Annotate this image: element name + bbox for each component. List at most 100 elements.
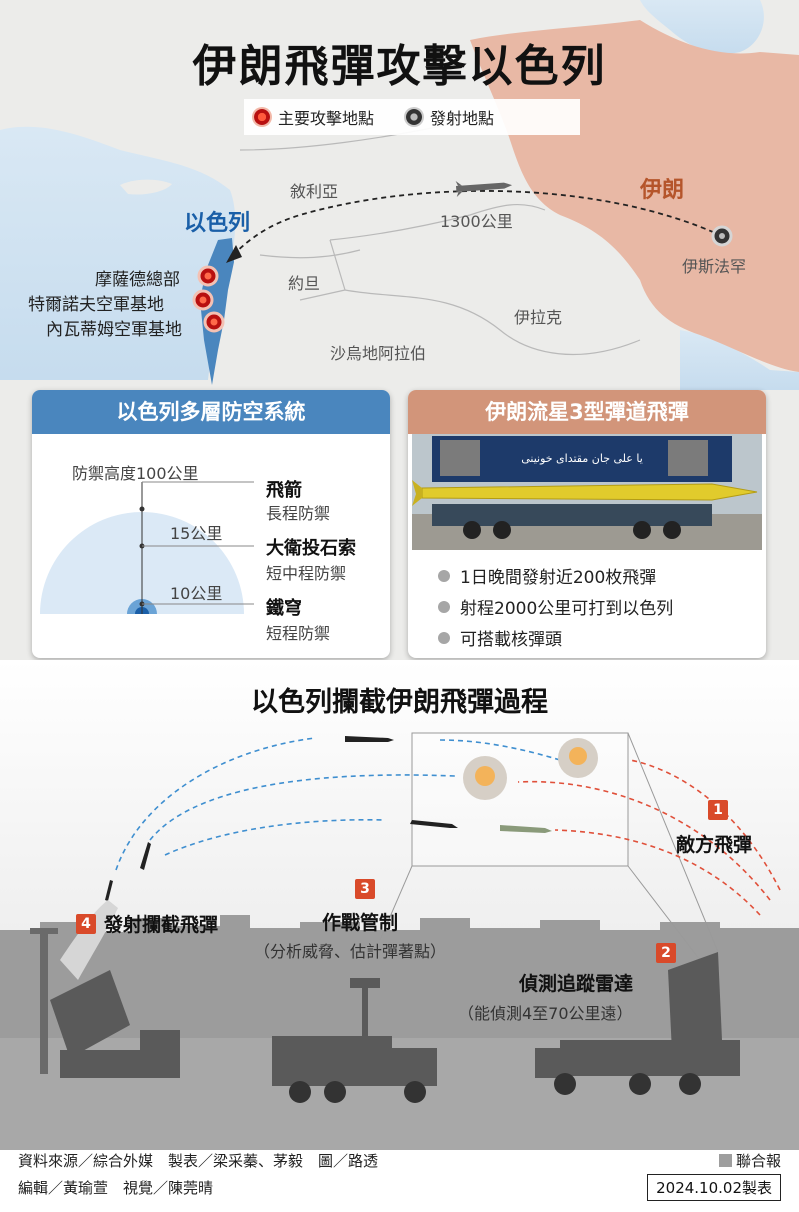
bullet-icon (438, 600, 450, 613)
credits-line-1: 資料來源／綜合外媒 製表／梁采蓁、茅毅 圖／路透 (18, 1152, 379, 1170)
zoom-line (627, 865, 701, 961)
missile-trajectory (231, 190, 723, 257)
david-sling-name: 大衛投石索 (266, 538, 356, 559)
caspian-sea (640, 0, 764, 54)
date-stamp: 2024.10.02製表 (647, 1174, 781, 1201)
launch-smoke (60, 900, 118, 980)
missile-facts-list: 1日晚間發射近200枚飛彈 射程2000公里可打到以色列 可搭載核彈頭 (438, 560, 673, 653)
missile-fact-text: 可搭載核彈頭 (460, 630, 562, 650)
target-marker-nevatim-core (210, 318, 218, 326)
launch-site-core (719, 233, 725, 239)
arrow-name: 飛箭 (266, 480, 302, 501)
iron-dome-range: 短程防禦 (266, 624, 331, 643)
missile-fins (412, 480, 422, 506)
interception-title: 以色列攔截伊朗飛彈過程 (251, 687, 548, 718)
step-2-sub: （能偵測4至70公里遠） (458, 1004, 633, 1023)
defense-system-panel: 以色列多層防空系統 防禦高度100公里 飛箭 長程防禦 15公里 大衛投石索 短… (32, 390, 390, 658)
cyprus-island (120, 179, 172, 195)
target-dot-icon (254, 109, 270, 125)
interception-illustration (0, 660, 799, 1150)
mediterranean-sea (0, 126, 236, 380)
truck-wheel (633, 521, 651, 539)
missile-fact: 可搭載核彈頭 (438, 622, 673, 653)
truck-wheel (463, 521, 481, 539)
explosion-icons (463, 738, 598, 800)
missile-fact: 射程2000公里可打到以色列 (438, 591, 673, 622)
enemy-missile-trajectories (517, 759, 781, 916)
persian-gulf (680, 330, 799, 390)
step-4-label: 發射攔截飛彈 (104, 914, 219, 936)
interceptor-trajectories (115, 737, 561, 871)
label-iraq: 伊拉克 (514, 308, 563, 327)
launch-dot-icon (406, 109, 423, 125)
step-3-label: 作戰管制 (322, 912, 399, 934)
radar-vehicle (535, 952, 740, 1095)
bullet-icon (438, 569, 450, 582)
missile-fact-text: 1日晚間發射近200枚飛彈 (460, 568, 657, 588)
publisher-logo-icon (718, 1154, 732, 1167)
step-3-badge: 3 (355, 879, 375, 899)
david-sling-altitude: 15公里 (170, 524, 223, 543)
iron-dome-launcher (30, 928, 180, 1078)
label-target-nevatim: 內瓦蒂姆空軍基地 (46, 320, 182, 340)
map-legend: 主要攻擊地點 發射地點 (244, 99, 580, 135)
step-2-badge: 2 (656, 943, 676, 963)
step-1-badge-wrap: 1 (708, 800, 728, 820)
label-jordan: 約旦 (288, 274, 321, 293)
label-syria: 敘利亞 (290, 182, 339, 201)
missile-panel-title: 伊朗流星3型彈道飛彈 (408, 390, 766, 434)
target-marker-tel-nof-core (199, 296, 207, 304)
defense-panel-title: 以色列多層防空系統 (32, 390, 390, 434)
missile-icon (455, 181, 513, 197)
defense-layers-diagram (40, 481, 254, 614)
main-title: 伊朗飛彈攻擊以色列 (192, 41, 607, 92)
step-3-sub: （分析威脅、估計彈著點） (254, 942, 447, 961)
step-4-badge: 4 (76, 913, 96, 934)
label-target-tel-nof: 特爾諾夫空軍基地 (28, 295, 164, 315)
step-2-badge-wrap: 2 (656, 943, 676, 963)
portrait-right (668, 440, 708, 476)
label-israel: 以色列 (184, 211, 251, 236)
truck-trailer (432, 504, 712, 526)
missile-info-panel: 伊朗流星3型彈道飛彈 یا علی جان مقتدای خونینی 1日晚間… (408, 390, 766, 658)
label-distance: 1300公里 (440, 212, 513, 231)
label-isfahan: 伊斯法罕 (682, 257, 747, 276)
truck-wheel (663, 521, 681, 539)
missile-fact: 1日晚間發射近200枚飛彈 (438, 560, 673, 591)
photo-banner-text: یا علی جان مقتدای خونینی (521, 452, 643, 465)
step-1-badge: 1 (708, 800, 728, 820)
credits-line-2: 編輯／黃瑜萱 視覺／陳莞晴 (18, 1179, 214, 1197)
iron-dome-altitude: 10公里 (170, 584, 223, 603)
step-2-label: 偵測追蹤雷達 (519, 973, 634, 995)
zoom-line (379, 865, 413, 941)
legend-item-target: 主要攻擊地點 (254, 105, 374, 129)
zoom-line (627, 732, 719, 953)
enemy-missile (500, 825, 552, 833)
portrait-left (440, 440, 480, 476)
legend-launch-label: 發射地點 (430, 109, 495, 128)
target-markers (192, 265, 225, 333)
arrow-range: 長程防禦 (266, 504, 331, 523)
legend-item-launch: 發射地點 (406, 105, 494, 129)
truck-wheel (493, 521, 511, 539)
missile-fact-text: 射程2000公里可打到以色列 (460, 599, 674, 619)
step-1-label: 敵方飛彈 (676, 834, 753, 856)
trajectory-arrowhead (226, 245, 242, 263)
david-sling-range: 短中程防禦 (266, 564, 347, 583)
step-3-badge-wrap: 3 (355, 879, 375, 899)
target-marker-mossad-core (204, 272, 212, 280)
arrow-altitude: 防禦高度100公里 (72, 464, 199, 483)
missile-photo: یا علی جان مقتدای خونینی (412, 434, 762, 550)
iron-dome-name: 鐵穹 (266, 598, 302, 619)
arrow-tick-dot (139, 506, 145, 512)
label-target-mossad: 摩薩德總部 (95, 270, 180, 290)
step-4: 4 發射攔截飛彈 (76, 910, 218, 937)
legend-target-label: 主要攻擊地點 (278, 109, 375, 128)
interceptor-missiles (105, 736, 458, 901)
label-iran: 伊朗 (640, 178, 685, 203)
publisher-name: 聯合報 (735, 1152, 781, 1170)
label-saudi: 沙烏地阿拉伯 (330, 344, 427, 363)
publisher: 聯合報 (718, 1150, 781, 1171)
bullet-icon (438, 631, 450, 644)
